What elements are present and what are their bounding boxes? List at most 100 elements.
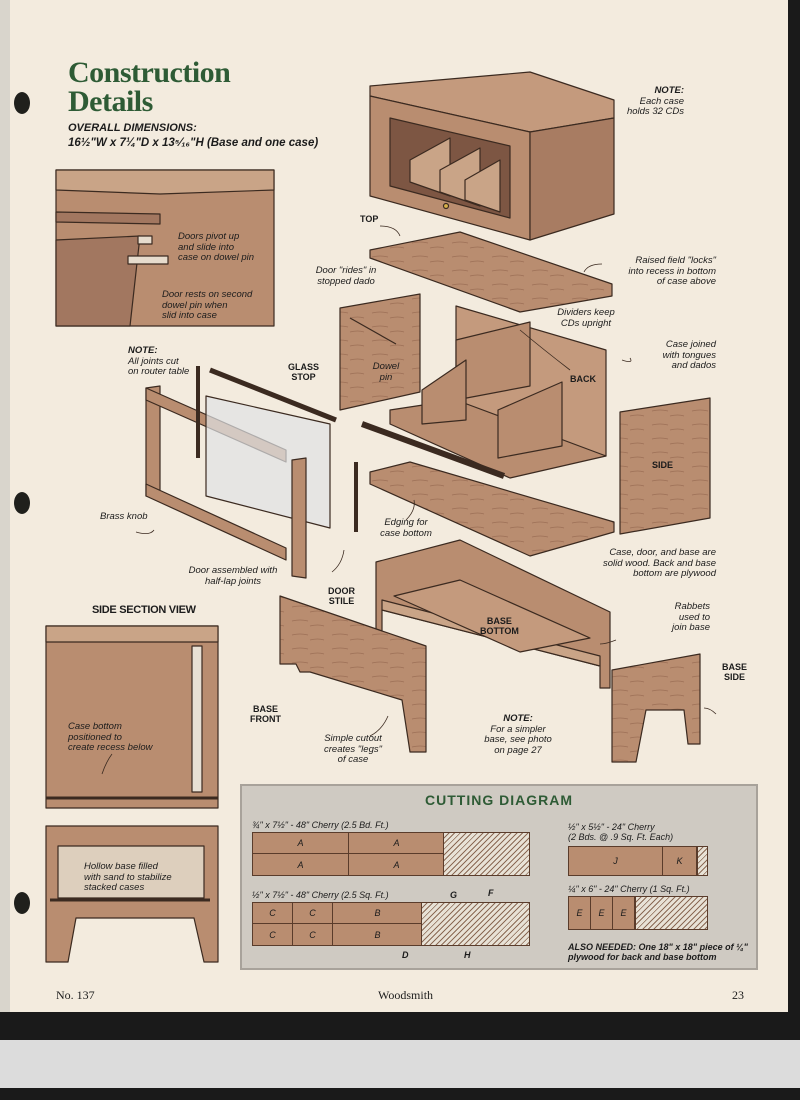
note-line: CDs upright bbox=[560, 317, 612, 329]
label-line: DOOR bbox=[328, 586, 355, 596]
piece-c: C bbox=[293, 903, 333, 924]
also-needed-note: ALSO NEEDED: One 18" x 18" piece of ¼" p… bbox=[568, 942, 748, 962]
note-line: of case above bbox=[656, 276, 716, 287]
note-line: and dados bbox=[671, 360, 716, 371]
note-line: positioned to bbox=[68, 731, 122, 743]
note-line: pin bbox=[379, 371, 393, 383]
note-line: Case joined bbox=[665, 339, 716, 350]
note-line: Door assembled with bbox=[188, 565, 278, 576]
page-title: Construction Details bbox=[68, 56, 231, 118]
note-line: Raised field "locks" bbox=[635, 255, 716, 266]
piece-b: B bbox=[333, 924, 423, 945]
magazine-page: Construction Details OVERALL DIMENSIONS:… bbox=[10, 0, 788, 1012]
simpler-base-note: NOTE: For a simpler base, see photo on p… bbox=[478, 713, 558, 756]
piece-a: A bbox=[253, 854, 349, 875]
cutout-note: Simple cutout creates "legs" of case bbox=[316, 733, 390, 766]
stock-line: ½" x 5½" - 24" Cherry bbox=[568, 822, 655, 832]
piece-g-label: G bbox=[450, 890, 458, 900]
back-label: BACK bbox=[570, 374, 596, 384]
note-line: Simple cutout bbox=[324, 733, 382, 744]
case-body bbox=[389, 305, 607, 479]
label-line: STOP bbox=[291, 372, 316, 382]
note-line: Doors pivot up bbox=[178, 231, 240, 242]
issue-number: No. 137 bbox=[56, 988, 95, 1002]
note-line: case bottom bbox=[380, 527, 432, 539]
side-label: SIDE bbox=[652, 460, 674, 470]
scan-background bbox=[0, 1040, 800, 1088]
leader-lines bbox=[101, 225, 717, 775]
case-capacity-note: NOTE: Each case holds 32 CDs bbox=[614, 85, 684, 118]
note-line: into recess in bottom bbox=[628, 265, 716, 277]
note-line: dowel pin when bbox=[162, 299, 228, 311]
door-side-panel bbox=[339, 293, 421, 411]
base-front-label: BASE FRONT bbox=[250, 704, 281, 724]
note-line: and slide into bbox=[178, 241, 234, 253]
top-label: TOP bbox=[360, 214, 379, 224]
label-line: SIDE bbox=[724, 672, 746, 682]
edging-note: Edging for case bottom bbox=[370, 517, 442, 539]
door-rests-note: Door rests on second dowel pin when slid… bbox=[162, 289, 253, 322]
note-heading: NOTE: bbox=[128, 345, 158, 356]
note-line: Edging for bbox=[384, 517, 428, 528]
title-line-1: Construction bbox=[68, 56, 231, 89]
note-line: holds 32 CDs bbox=[626, 106, 684, 117]
piece-a: A bbox=[349, 854, 445, 875]
note-line: used to bbox=[678, 611, 710, 623]
binder-margin bbox=[0, 0, 10, 1012]
note-line: Dowel bbox=[372, 361, 400, 372]
doors-pivot-note: Doors pivot up and slide into case on do… bbox=[178, 231, 255, 264]
note-line: plywood for back and base bottom bbox=[568, 952, 717, 962]
dims-value: 16½"W x 7¼"D x 13⁵⁄₁₆"H (Base and one ca… bbox=[68, 137, 319, 149]
note-line: create recess below bbox=[68, 742, 153, 753]
materials-note: Case, door, and base are solid wood. Bac… bbox=[588, 547, 716, 580]
label-line: GLASS bbox=[288, 362, 320, 372]
title-line-2: Details bbox=[68, 85, 153, 118]
note-line: bottom are plywood bbox=[633, 568, 716, 579]
top-panel bbox=[369, 231, 613, 313]
binder-hole bbox=[14, 492, 30, 514]
stock-label: ¼" x 6" - 24" Cherry (1 Sq. Ft.) bbox=[568, 884, 690, 894]
door-stile-label: DOOR STILE bbox=[328, 586, 355, 606]
piece-c: C bbox=[293, 924, 333, 945]
label-line: FRONT bbox=[250, 714, 281, 724]
case-bottom-note: Case bottom positioned to create recess … bbox=[68, 721, 153, 754]
note-line: Door rests on second bbox=[162, 289, 253, 300]
note-line: slid into case bbox=[162, 310, 217, 321]
piece-e: E bbox=[569, 897, 591, 929]
dowel-pin-label: Dowel pin bbox=[366, 361, 406, 383]
waste-area bbox=[697, 847, 707, 875]
note-line: on page 27 bbox=[494, 744, 542, 756]
base-side-label: BASE SIDE bbox=[722, 662, 747, 682]
base-bottom-label: BASE BOTTOM bbox=[480, 616, 519, 636]
note-line: case on dowel pin bbox=[178, 252, 255, 263]
piece-c: C bbox=[253, 924, 293, 945]
case-bottom bbox=[360, 421, 615, 557]
board-1: A A A A bbox=[252, 832, 530, 876]
pivot-detail-inset bbox=[55, 169, 275, 327]
raised-field-note: Raised field "locks" into recess in bott… bbox=[584, 255, 716, 288]
piece-h-label: H bbox=[464, 950, 471, 960]
waste-area bbox=[443, 833, 529, 875]
note-line: creates "legs" bbox=[324, 743, 382, 755]
door-rides-note: Door "rides" in stopped dado bbox=[304, 265, 388, 287]
piece-j: J bbox=[569, 847, 663, 875]
note-line: stopped dado bbox=[317, 275, 375, 287]
piece-b: B bbox=[333, 903, 423, 924]
cutting-diagram-title: CUTTING DIAGRAM bbox=[425, 792, 573, 808]
note-line: solid wood. Back and base bbox=[602, 557, 716, 569]
side-section-drawing bbox=[45, 625, 219, 963]
label-line: STILE bbox=[328, 596, 355, 606]
board-2: C C C C B B bbox=[252, 902, 530, 946]
note-line: For a simpler bbox=[490, 723, 546, 735]
waste-area bbox=[421, 903, 529, 945]
piece-k: K bbox=[663, 847, 697, 875]
piece-a: A bbox=[349, 833, 445, 854]
note-line: Dividers keep bbox=[557, 307, 615, 318]
note-line: Hollow base filled bbox=[84, 861, 158, 872]
assembled-case bbox=[369, 71, 615, 241]
board-3: J K bbox=[568, 846, 708, 876]
stock-label: ¾" x 7½" - 48" Cherry (2.5 Bd. Ft.) bbox=[252, 820, 389, 830]
piece-e: E bbox=[591, 897, 613, 929]
binder-hole bbox=[14, 892, 30, 914]
side-panel bbox=[619, 397, 711, 535]
